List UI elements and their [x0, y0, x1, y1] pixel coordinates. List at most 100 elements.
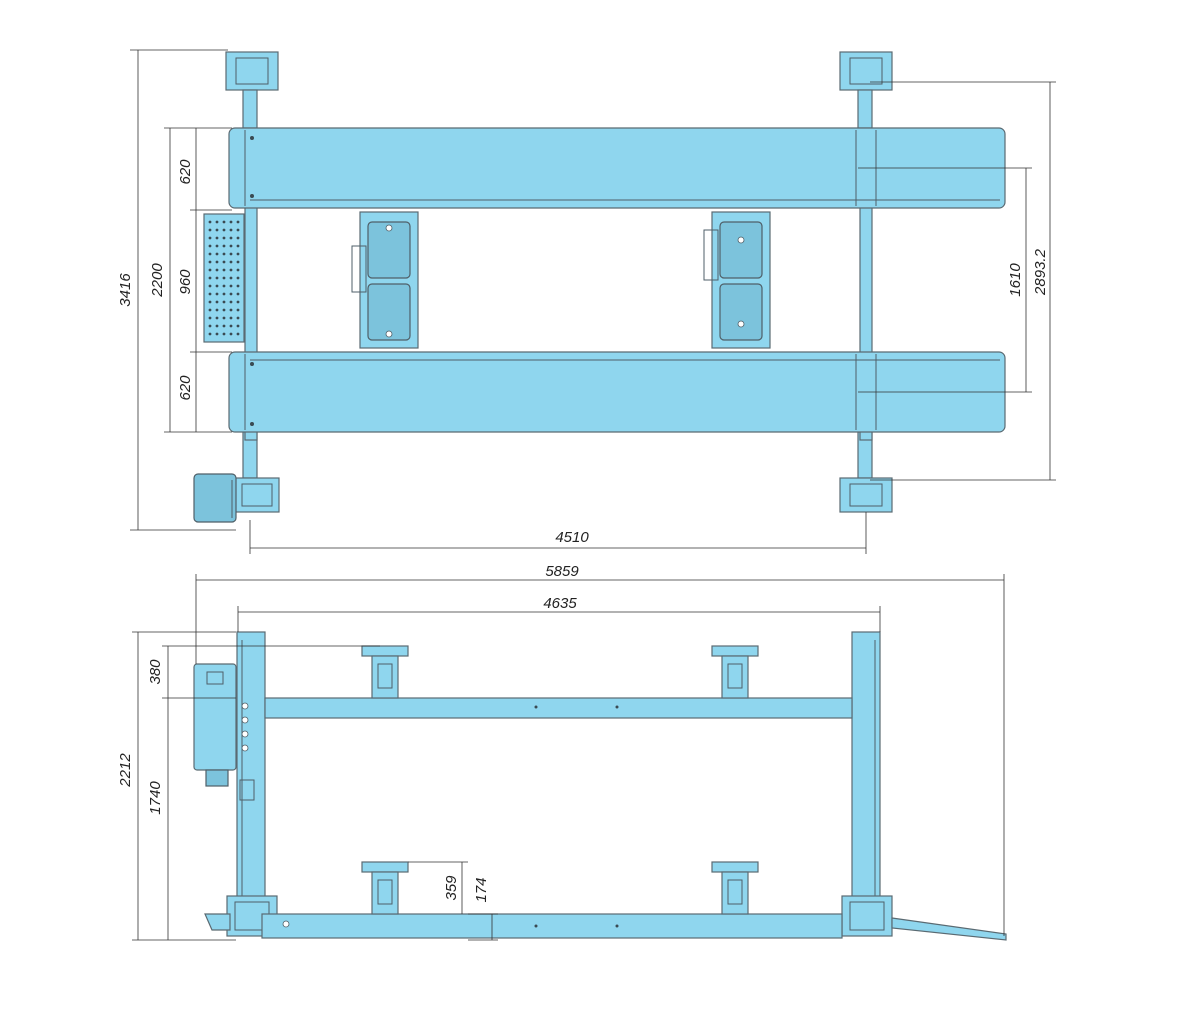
panel-dot — [222, 300, 226, 304]
panel-dot — [215, 308, 219, 312]
panel-dot — [229, 220, 233, 224]
dimension-lines-side-view — [132, 574, 1005, 941]
dim-runway-width-bottom: 620 — [177, 375, 194, 401]
top-view: 3416 2200 620 960 620 1610 2893.2 4510 — [117, 49, 1056, 554]
panel-dot — [229, 260, 233, 264]
control-box — [193, 663, 255, 801]
panel-dot — [236, 308, 240, 312]
dim-gap-between-runways: 960 — [177, 269, 194, 295]
panel-dot — [236, 244, 240, 248]
panel-dot — [236, 324, 240, 328]
dim-lift-height: 1740 — [147, 781, 164, 815]
panel-dot — [215, 316, 219, 320]
panel-dot — [215, 252, 219, 256]
panel-dot — [236, 252, 240, 256]
dim-low-height: 174 — [473, 877, 490, 902]
post-right — [841, 631, 893, 937]
panel-dot — [222, 236, 226, 240]
dim-inner-track: 1610 — [1007, 263, 1024, 297]
dim-runway-width-top: 620 — [177, 159, 194, 185]
column-top-left — [225, 51, 279, 129]
panel-dot — [208, 220, 212, 224]
panel-dot — [236, 228, 240, 232]
panel-dot — [229, 244, 233, 248]
panel-dot — [236, 316, 240, 320]
dimension-lines-top-view — [130, 49, 1056, 554]
lower-platform — [204, 913, 843, 939]
panel-dot — [208, 260, 212, 264]
panel-dot — [208, 252, 212, 256]
panel-dot — [208, 284, 212, 288]
dim-jack-height: 359 — [443, 875, 460, 901]
ramp — [891, 917, 1007, 941]
panel-dot — [208, 324, 212, 328]
panel-dot — [229, 268, 233, 272]
panel-dot — [222, 220, 226, 224]
panel-dot — [208, 316, 212, 320]
column-bottom-left — [193, 431, 280, 523]
panel-dot — [222, 260, 226, 264]
side-view: 5859 4635 2212 1740 380 359 174 — [117, 563, 1007, 941]
panel-dot — [208, 292, 212, 296]
dim-outer-track: 2893.2 — [1032, 248, 1049, 296]
panel-dot — [229, 332, 233, 336]
dim-column-spacing: 4510 — [555, 529, 589, 546]
panel-dot — [208, 276, 212, 280]
upper-platform — [264, 697, 853, 719]
panel-dot — [236, 220, 240, 224]
jack-upper-left — [361, 645, 409, 699]
dim-top-offset: 380 — [147, 659, 164, 685]
jack-lower-right — [711, 861, 759, 915]
column-bottom-right — [839, 431, 893, 513]
panel-dot — [229, 236, 233, 240]
panel-dot — [215, 268, 219, 272]
panel-dot — [208, 228, 212, 232]
panel-dot — [229, 276, 233, 280]
panel-dot — [208, 268, 212, 272]
panel-dot — [222, 324, 226, 328]
panel-dot — [215, 236, 219, 240]
panel-dot — [229, 252, 233, 256]
dim-overall-width: 3416 — [117, 273, 134, 307]
panel-dot — [215, 300, 219, 304]
jack-right-top-view — [703, 211, 771, 349]
column-top-right — [839, 51, 893, 129]
panel-dot — [236, 332, 240, 336]
panel-dot — [229, 292, 233, 296]
panel-dot — [229, 308, 233, 312]
panel-dot — [215, 244, 219, 248]
panel-dot — [208, 332, 212, 336]
jack-left-top-view — [351, 211, 419, 349]
panel-dot — [222, 308, 226, 312]
panel-dot — [236, 260, 240, 264]
post-left — [226, 631, 278, 937]
jack-upper-right — [711, 645, 759, 699]
panel-dot — [222, 244, 226, 248]
dim-overall-length: 5859 — [545, 563, 579, 580]
panel-dot — [208, 300, 212, 304]
panel-dot — [222, 332, 226, 336]
panel-dot — [215, 284, 219, 288]
panel-dot — [208, 308, 212, 312]
panel-dot — [222, 268, 226, 272]
panel-dot — [229, 316, 233, 320]
panel-dot — [215, 332, 219, 336]
jack-lower-left — [361, 861, 409, 915]
panel-dot — [236, 292, 240, 296]
panel-dot — [215, 228, 219, 232]
panel-dot — [222, 252, 226, 256]
dim-inner-width: 2200 — [149, 263, 166, 298]
panel-dot — [215, 292, 219, 296]
dim-platform-length: 4635 — [543, 595, 577, 612]
panel-dot — [236, 268, 240, 272]
panel-dot — [215, 324, 219, 328]
panel-dot — [215, 260, 219, 264]
panel-dot — [215, 220, 219, 224]
panel-dot — [236, 284, 240, 288]
panel-dot — [229, 300, 233, 304]
panel-dot — [222, 276, 226, 280]
panel-dot — [229, 228, 233, 232]
panel-dot — [236, 276, 240, 280]
panel-dot — [222, 284, 226, 288]
